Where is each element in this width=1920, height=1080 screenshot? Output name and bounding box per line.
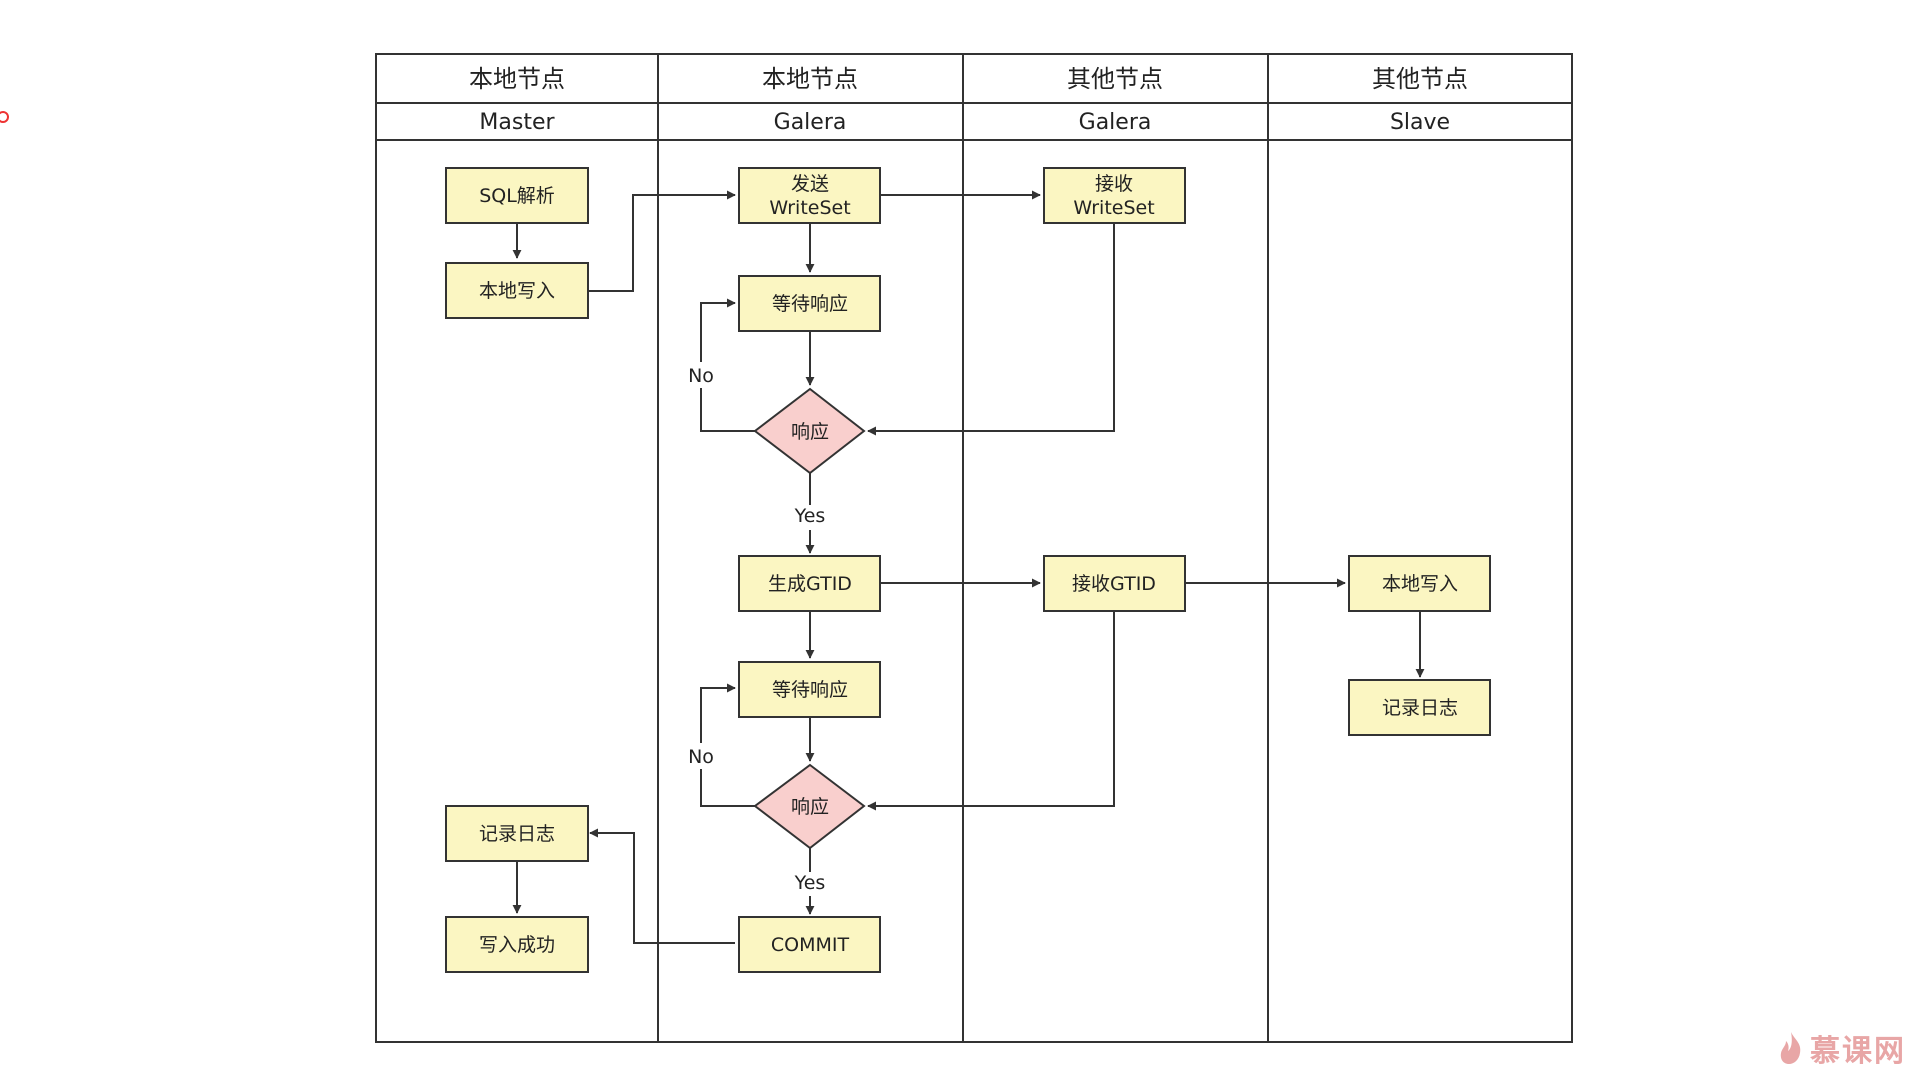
edge-localwrite-to-send (588, 190, 736, 292)
watermark: 慕课网 (1778, 1026, 1906, 1070)
node-wait-response-2: 等待响应 (738, 661, 881, 718)
lane-header-master: 本地节点 (469, 65, 565, 93)
edge-label-yes-2: Yes (794, 872, 826, 894)
svg-text:发送: 发送 (791, 173, 829, 195)
node-gen-gtid: 生成GTID (738, 555, 881, 612)
edge-recvgtid-to-resp2 (867, 611, 1115, 811)
node-log-slave: 记录日志 (1348, 679, 1491, 736)
svg-text:等待响应: 等待响应 (772, 293, 848, 315)
node-send-writeset: 发送 WriteSet (738, 167, 881, 224)
lane-sub-master: Master (479, 110, 555, 135)
node-recv-gtid: 接收GTID (1043, 555, 1186, 612)
svg-text:记录日志: 记录日志 (479, 823, 555, 845)
node-local-write-master: 本地写入 (445, 262, 589, 319)
svg-text:WriteSet: WriteSet (1073, 197, 1154, 219)
node-recv-writeset: 接收 WriteSet (1043, 167, 1186, 224)
lane-sub-slave: Slave (1390, 110, 1450, 135)
lane-sub-other-galera: Galera (1079, 110, 1152, 135)
node-response-2: 响应 (753, 763, 866, 850)
svg-text:等待响应: 等待响应 (772, 679, 848, 701)
node-write-success: 写入成功 (445, 916, 589, 973)
node-wait-response-1: 等待响应 (738, 275, 881, 332)
watermark-text: 慕课网 (1810, 1034, 1906, 1069)
nodes: SQL解析 本地写入 发送 WriteSet 接收 WriteSet 等待响应 (445, 167, 1491, 973)
svg-text:响应: 响应 (791, 796, 829, 818)
svg-text:写入成功: 写入成功 (479, 934, 555, 956)
svg-text:记录日志: 记录日志 (1382, 697, 1458, 719)
node-sql-parse: SQL解析 (445, 167, 589, 224)
edges (512, 190, 1425, 944)
svg-text:WriteSet: WriteSet (769, 197, 850, 219)
lane-sub-local-galera: Galera (774, 110, 847, 135)
svg-text:SQL解析: SQL解析 (479, 185, 555, 207)
svg-text:本地写入: 本地写入 (1382, 573, 1458, 595)
edge-labels: No Yes No Yes (684, 362, 825, 894)
lane-header-local-galera: 本地节点 (762, 65, 858, 93)
edge-label-yes-1: Yes (794, 505, 826, 527)
lane-border (375, 53, 1573, 1043)
node-response-1: 响应 (753, 387, 866, 475)
lane-header-other-galera: 其他节点 (1067, 65, 1163, 93)
edge-recvws-to-resp1 (867, 223, 1115, 436)
lane-headers: 本地节点 本地节点 其他节点 其他节点 Master Galera Galera… (469, 65, 1468, 135)
svg-text:生成GTID: 生成GTID (768, 573, 852, 595)
edge-label-no-2: No (688, 746, 714, 768)
node-commit: COMMIT (738, 916, 881, 973)
pointer-dot (0, 111, 9, 123)
node-log-master: 记录日志 (445, 805, 589, 862)
lane-header-slave: 其他节点 (1372, 65, 1468, 93)
svg-text:本地写入: 本地写入 (479, 280, 555, 302)
svg-text:接收GTID: 接收GTID (1072, 573, 1156, 595)
edge-commit-to-log (589, 828, 735, 944)
edge-label-no-1: No (688, 365, 714, 387)
svg-text:接收: 接收 (1095, 173, 1133, 195)
flame-logo-icon (1780, 1032, 1801, 1064)
node-local-write-slave: 本地写入 (1348, 555, 1491, 612)
swimlane-frame (375, 53, 1573, 1043)
svg-text:COMMIT: COMMIT (771, 934, 850, 956)
svg-text:响应: 响应 (791, 421, 829, 443)
